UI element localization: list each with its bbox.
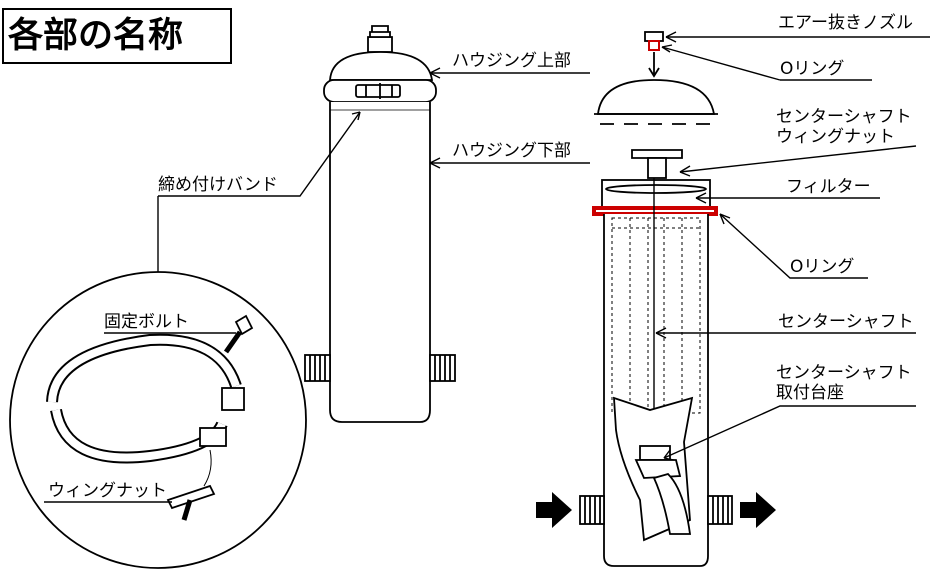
label-center-shaft: センターシャフト xyxy=(778,312,914,332)
label-housing-upper: ハウジング上部 xyxy=(452,51,571,71)
label-center-shaft-wing-nut-2: ウィングナット xyxy=(776,127,895,147)
label-wing-nut: ウィングナット xyxy=(48,481,167,501)
page-title: 各部の名称 xyxy=(2,8,232,64)
label-filter: フィルター xyxy=(786,177,871,197)
label-fixing-bolt: 固定ボルト xyxy=(104,312,189,332)
label-o-ring-top: Oリング xyxy=(780,59,844,79)
label-center-shaft-wing-nut-1: センターシャフト xyxy=(776,107,912,127)
exploded-view xyxy=(579,31,733,567)
label-center-shaft-mount-1: センターシャフト xyxy=(776,363,912,383)
assembled-housing xyxy=(304,25,456,423)
outlet-arrow-icon xyxy=(740,492,776,528)
label-housing-lower: ハウジング下部 xyxy=(452,141,571,161)
label-air-vent-nozzle: エアー抜きノズル xyxy=(778,13,913,33)
inlet-arrow-icon xyxy=(536,492,572,528)
label-o-ring-mid: Oリング xyxy=(790,257,854,277)
label-clamp-band: 締め付けバンド xyxy=(158,175,278,195)
clamp-detail-circle xyxy=(9,271,307,569)
label-center-shaft-mount-2: 取付台座 xyxy=(776,383,844,403)
leader-lines xyxy=(44,31,930,503)
